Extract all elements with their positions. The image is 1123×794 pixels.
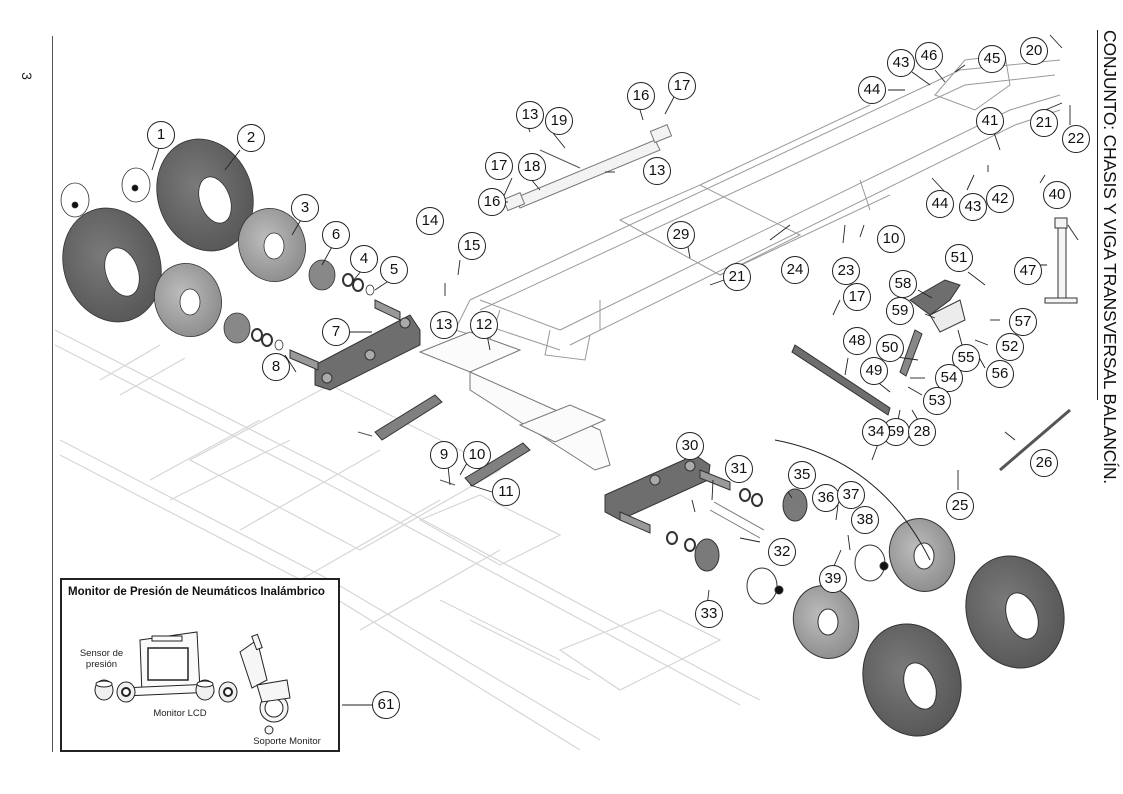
tie-rod-upper [502, 124, 673, 212]
callout-58[interactable]: 58 [889, 270, 917, 298]
callout-29[interactable]: 29 [667, 221, 695, 249]
faded-lower-frame [54, 329, 761, 751]
callout-48[interactable]: 48 [843, 327, 871, 355]
callout-13[interactable]: 13 [430, 311, 458, 339]
mount-label: Soporte Monitor [253, 736, 321, 747]
callout-4[interactable]: 4 [350, 245, 378, 273]
inset-title: Monitor de Presión de Neumáticos Inalámb… [68, 586, 325, 598]
callout-12[interactable]: 12 [470, 311, 498, 339]
callout-18[interactable]: 18 [518, 153, 546, 181]
callout-1[interactable]: 1 [147, 121, 175, 149]
callout-2[interactable]: 2 [237, 124, 265, 152]
margin-rule [52, 36, 53, 752]
callout-16[interactable]: 16 [478, 188, 506, 216]
callout-39[interactable]: 39 [819, 565, 847, 593]
callout-49[interactable]: 49 [860, 357, 888, 385]
callout-21[interactable]: 21 [723, 263, 751, 291]
callout-13b[interactable]: 13 [516, 101, 544, 129]
callout-38[interactable]: 38 [851, 506, 879, 534]
callout-40[interactable]: 40 [1043, 181, 1071, 209]
callout-42[interactable]: 42 [986, 185, 1014, 213]
callout-33[interactable]: 33 [695, 600, 723, 628]
monitor-mount-icon [239, 633, 291, 735]
callout-28[interactable]: 28 [908, 418, 936, 446]
callout-13c[interactable]: 13 [643, 157, 671, 185]
callout-31[interactable]: 31 [725, 455, 753, 483]
callout-47[interactable]: 47 [1014, 257, 1042, 285]
callout-30[interactable]: 30 [676, 432, 704, 460]
callout-6[interactable]: 6 [322, 221, 350, 249]
callout-52[interactable]: 52 [996, 333, 1024, 361]
walking-beam-left [289, 299, 421, 391]
callout-19[interactable]: 19 [545, 107, 573, 135]
callout-34[interactable]: 34 [862, 418, 890, 446]
inset-drawing [94, 631, 291, 735]
tire-pressure-monitor-inset: Monitor de Presión de Neumáticos Inalámb… [60, 578, 340, 752]
pressure-sensor-icons [94, 679, 238, 703]
callout-59[interactable]: 59 [886, 297, 914, 325]
callout-50[interactable]: 50 [876, 334, 904, 362]
left-wheel-assembly [60, 138, 375, 351]
callout-3[interactable]: 3 [291, 194, 319, 222]
callout-32[interactable]: 32 [768, 538, 796, 566]
callout-57[interactable]: 57 [1009, 308, 1037, 336]
walking-beam-right [604, 454, 1065, 737]
callout-26[interactable]: 26 [1030, 449, 1058, 477]
monitor-lcd-label: Monitor LCD [153, 708, 207, 719]
callout-44[interactable]: 44 [858, 76, 886, 104]
callout-15[interactable]: 15 [458, 232, 486, 260]
callout-46[interactable]: 46 [915, 42, 943, 70]
callout-21b[interactable]: 21 [1030, 109, 1058, 137]
callout-11[interactable]: 11 [492, 478, 520, 506]
callout-45[interactable]: 45 [978, 45, 1006, 73]
callout-9[interactable]: 9 [430, 441, 458, 469]
callout-17c[interactable]: 17 [843, 283, 871, 311]
callout-41[interactable]: 41 [976, 107, 1004, 135]
callout-10[interactable]: 10 [463, 441, 491, 469]
callout-36[interactable]: 36 [812, 484, 840, 512]
callout-8[interactable]: 8 [262, 353, 290, 381]
hitch-assembly [791, 279, 1071, 472]
callout-51[interactable]: 51 [945, 244, 973, 272]
main-frame [454, 54, 1061, 361]
callout-37[interactable]: 37 [837, 481, 865, 509]
callout-17[interactable]: 17 [485, 152, 513, 180]
callout-24[interactable]: 24 [781, 256, 809, 284]
callout-35[interactable]: 35 [788, 461, 816, 489]
callout-22[interactable]: 22 [1062, 125, 1090, 153]
callout-16b[interactable]: 16 [627, 82, 655, 110]
callout-56[interactable]: 56 [986, 360, 1014, 388]
callout-10b[interactable]: 10 [877, 225, 905, 253]
callout-20[interactable]: 20 [1020, 37, 1048, 65]
callout-25[interactable]: 25 [946, 492, 974, 520]
callout-53[interactable]: 53 [923, 387, 951, 415]
callout-17b[interactable]: 17 [668, 72, 696, 100]
jack-stand [1044, 217, 1079, 304]
lcd-monitor-icon [121, 631, 215, 697]
title-underline [1097, 30, 1098, 400]
callout-61[interactable]: 61 [372, 691, 400, 719]
callout-43b[interactable]: 43 [959, 193, 987, 221]
sensor-label: Sensor de presión [79, 648, 124, 670]
callout-44b[interactable]: 44 [926, 190, 954, 218]
callout-7[interactable]: 7 [322, 318, 350, 346]
callout-43[interactable]: 43 [887, 49, 915, 77]
callout-5[interactable]: 5 [380, 256, 408, 284]
callout-54[interactable]: 54 [935, 364, 963, 392]
group-arc [774, 439, 931, 561]
callout-14[interactable]: 14 [416, 207, 444, 235]
crossmember-assembly [357, 331, 611, 487]
callout-23[interactable]: 23 [832, 257, 860, 285]
